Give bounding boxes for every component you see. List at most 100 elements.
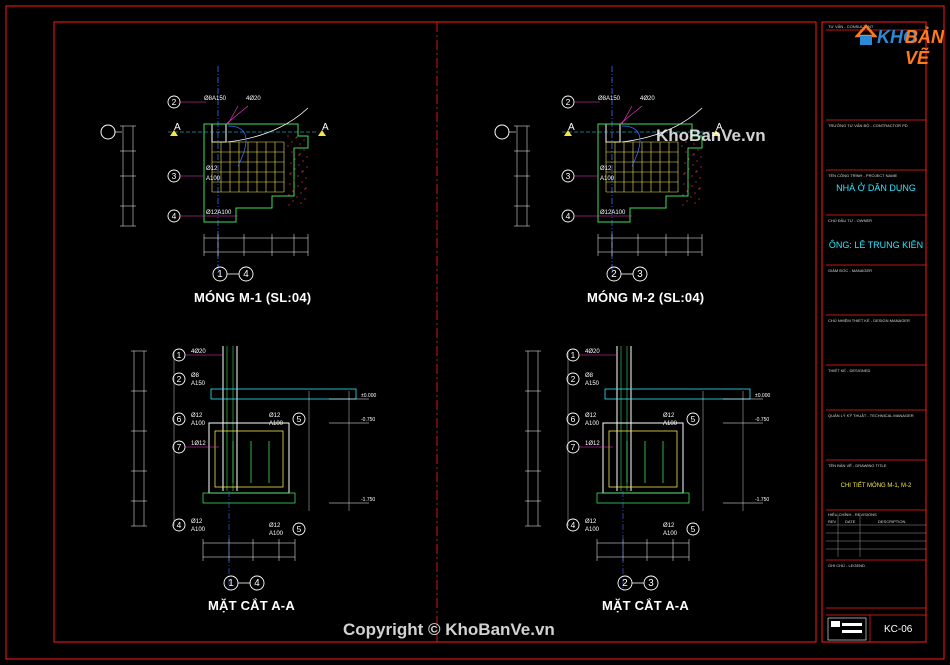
title-block-frame: [821, 21, 927, 643]
tb-revisions-label: HIỆU CHỈNH - REVISIONS: [828, 512, 877, 517]
anchor-arc: [621, 125, 641, 167]
hook-arc: [227, 107, 309, 143]
callout-1-label: 1: [571, 350, 576, 360]
title-section-2: MẶT CẮT A-A: [602, 598, 689, 613]
axis-bubble-a-label: 2: [622, 578, 627, 589]
rebar-d12: Ø12: [191, 413, 203, 419]
section-mark-left: A: [568, 122, 575, 133]
rebar-a100: A100: [585, 421, 600, 427]
callout-3-label: 3: [566, 171, 571, 181]
rebar-d12-r2: Ø12: [663, 523, 675, 529]
ground-beam: [210, 388, 357, 400]
footing-outline: [203, 123, 309, 223]
axis-bubble-left: [100, 124, 116, 140]
rebar-label-8a150: Ø8A150: [598, 96, 621, 102]
hatch-dot: [699, 177, 701, 179]
khobanve-logo: KHO BẢN VẼ: [855, 22, 945, 68]
rebar-d12-b: Ø12: [585, 519, 597, 525]
hatch-dot: [681, 145, 683, 147]
level-0000: ±0.000: [361, 393, 376, 399]
rebar-d12-b: Ø12: [191, 519, 203, 525]
hatch-dot: [697, 149, 699, 151]
axis-bubble-left: [494, 124, 510, 140]
tb-owner-name: ÔNG: LÊ TRUNG KIÊN: [828, 240, 924, 250]
hatch-dot: [303, 149, 305, 151]
title-section-1: MẶT CẮT A-A: [208, 598, 295, 613]
rebar-label-d12a100: Ø12A100: [600, 210, 626, 216]
rebar-4d20: 4Ø20: [585, 349, 600, 355]
hatch-dot: [289, 183, 291, 185]
callout-5b: [686, 522, 700, 536]
rebar-label-4d20: 4Ø20: [640, 96, 655, 102]
callout-4-label: 4: [571, 520, 576, 530]
designer-stamp: [827, 617, 867, 641]
callout-6-label: 6: [571, 414, 576, 424]
axis-bubble-a-label: 1: [228, 578, 233, 589]
rebar-mesh: [211, 141, 285, 193]
rebar-label-8a150: Ø8A150: [204, 96, 227, 102]
callout-5b-label: 5: [297, 524, 302, 534]
hatch-dot: [692, 154, 694, 156]
callout-6: [172, 412, 186, 426]
axis-bubble-a-label: 1: [217, 269, 222, 280]
hatch-dot: [698, 188, 700, 190]
rebar-a100-b: A100: [585, 527, 600, 533]
hatch-dot: [296, 136, 298, 138]
rebar-d12-r2: Ø12: [269, 523, 281, 529]
hatch-dot: [700, 166, 702, 168]
hatch-dot: [694, 192, 696, 194]
revision-table: [826, 515, 926, 557]
hatch-dot: [292, 200, 294, 202]
tb-contractor-label: TRƯỞNG TƯ VẤN BỘ - CONTRACTOR PD: [828, 123, 908, 128]
section-arrow-left: [564, 130, 572, 136]
hatch-dot: [301, 181, 303, 183]
hatch-dot: [687, 189, 689, 191]
rebar-4d20: 4Ø20: [191, 349, 206, 355]
hatch-dot: [682, 204, 684, 206]
section-mark-right: A: [716, 122, 723, 133]
axis-bubble-b-label: 4: [254, 578, 260, 589]
hatch-dot: [290, 172, 292, 174]
hatch-dot: [297, 175, 299, 177]
hatch-dot: [288, 194, 290, 196]
rebar-label-d12a100: Ø12A100: [206, 210, 232, 216]
hatch-dot: [695, 171, 697, 173]
hatch-dot: [298, 164, 300, 166]
tb-legend-label: GHI CHÚ - LEGEND: [828, 563, 865, 568]
callout-5: [292, 412, 306, 426]
title-mong-m2: MÓNG M-2 (SL:04): [587, 290, 705, 305]
hatch-dot: [304, 188, 306, 190]
logo-text-kho: KHO: [877, 27, 917, 47]
watermark-copyright: Copyright © KhoBanVe.vn: [343, 620, 555, 639]
callout-5: [686, 412, 700, 426]
hatch-dot: [295, 137, 297, 139]
hatch-dot: [294, 168, 296, 170]
rebar-label-4d20: 4Ø20: [246, 96, 261, 102]
foundation-section-s1: ±0.000-0.750-1.75012674554Ø20Ø8A150Ø12A1…: [131, 346, 376, 591]
hatch-dot: [291, 151, 293, 153]
hatch-dot: [695, 181, 697, 183]
callout-4-label: 4: [566, 211, 571, 221]
level-0750: -0.750: [755, 417, 769, 423]
tb-project-name: NHÀ Ở DÂN DỤNG: [836, 183, 916, 193]
callout-7-label: 7: [177, 442, 182, 452]
hatch-dot: [305, 177, 307, 179]
lean-concrete: [202, 492, 296, 504]
callout-2: [172, 372, 186, 386]
hatch-dot: [292, 190, 294, 192]
hatch-dot: [686, 200, 688, 202]
hatch-dot: [685, 141, 687, 143]
hatch-dot: [293, 189, 295, 191]
axis-bubble-b-label: 3: [648, 578, 654, 589]
hatch-dot: [696, 160, 698, 162]
rebar-d8: Ø8: [585, 373, 594, 379]
hatch-dot: [304, 198, 306, 200]
level-1750: -1.750: [361, 497, 375, 503]
hatch-dot: [684, 162, 686, 164]
hatch-dot: [691, 185, 693, 187]
hatch-dot: [297, 185, 299, 187]
hatch-dot: [302, 160, 304, 162]
footing-rebar: [214, 430, 284, 488]
hatch-dot: [299, 143, 301, 145]
cad-line: [619, 105, 643, 125]
